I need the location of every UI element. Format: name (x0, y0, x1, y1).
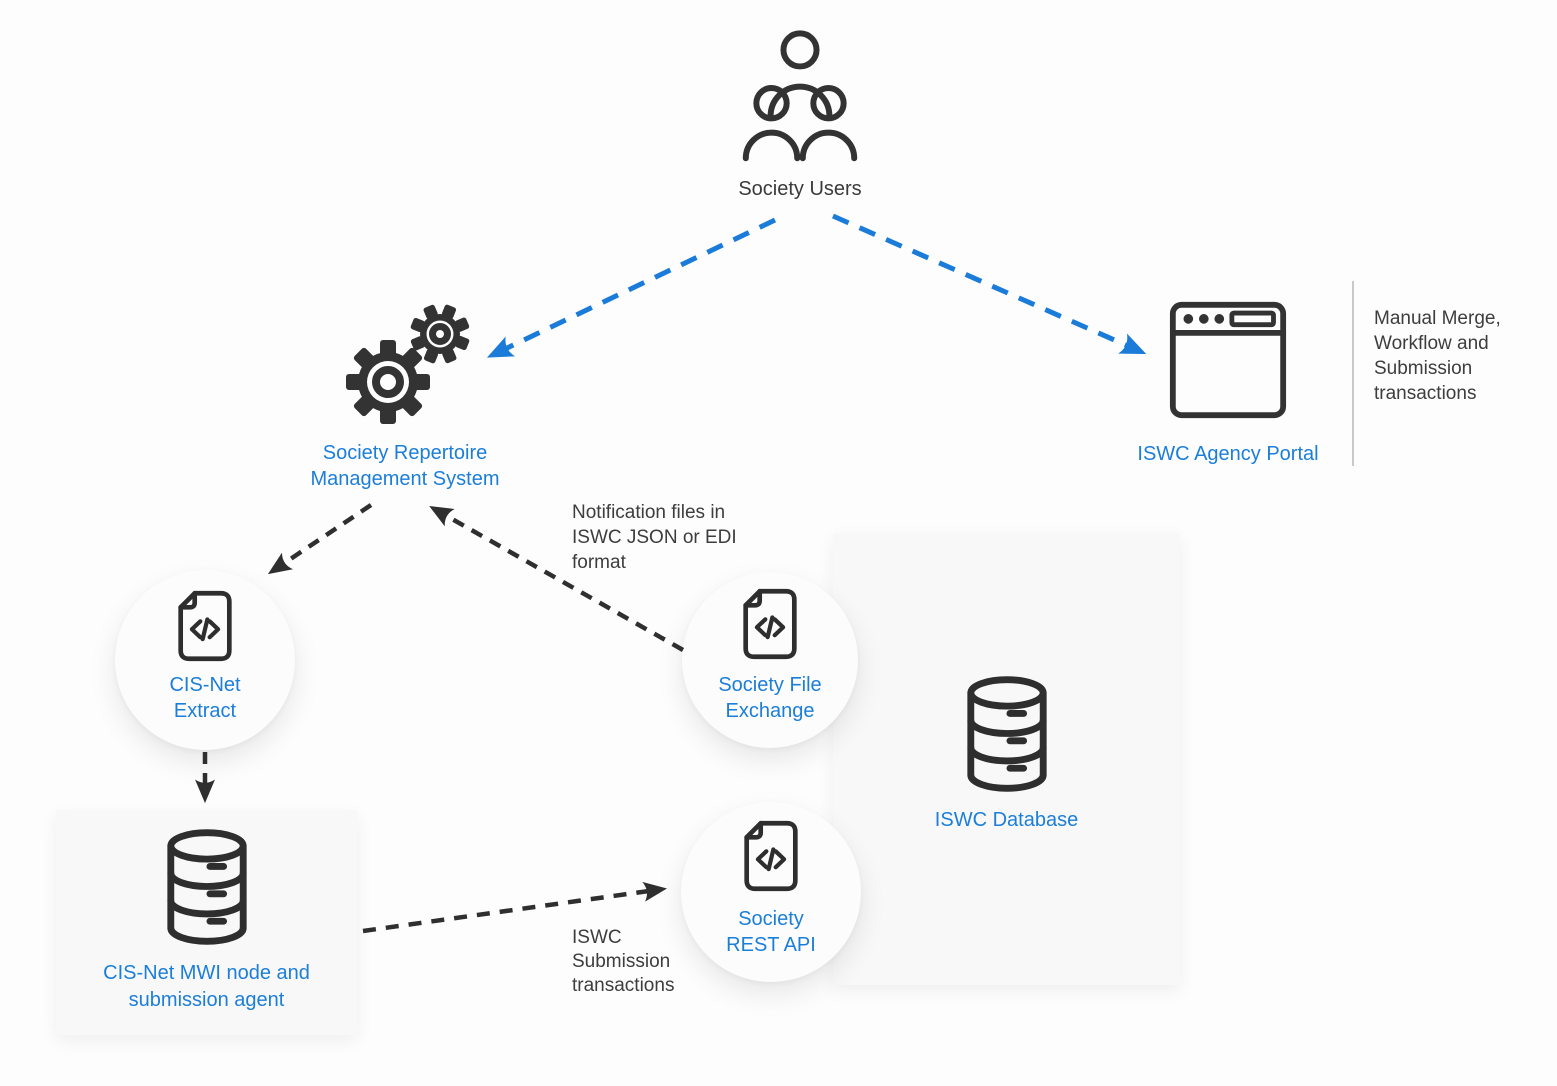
society-rest-api-label-line1: Society (738, 908, 804, 930)
arrow-srms-to-extract (267, 503, 373, 575)
iswc-database-panel: ISWC Database (833, 533, 1180, 985)
side-note-divider (1352, 281, 1354, 466)
gears-icon (346, 304, 470, 424)
cisnet-extract-label-line1: CIS-Net (169, 674, 241, 696)
notification-files-note-line2: ISWC JSON or EDI (572, 527, 737, 548)
cisnet-mwi-label-line2: submission agent (128, 989, 285, 1011)
code-file-icon (744, 820, 798, 892)
manual-merge-note-line1: Manual Merge, (1374, 308, 1501, 329)
browser-window-icon (1169, 301, 1287, 419)
notification-files-note-line1: Notification files in (572, 502, 726, 523)
society-rest-api-label: Society REST API (681, 906, 861, 958)
cisnet-extract-label: CIS-Net Extract (115, 672, 295, 724)
manual-merge-note-line3: Submission (1374, 358, 1473, 379)
society-rest-api-node: Society REST API (681, 802, 861, 982)
society-file-exchange-label-line2: Exchange (725, 700, 815, 722)
iswc-submission-note-line2: Submission (572, 951, 671, 972)
manual-merge-note-line2: Workflow and (1374, 333, 1489, 354)
society-file-exchange-node: Society File Exchange (682, 572, 858, 748)
iswc-submission-note-line3: transactions (572, 975, 675, 996)
cisnet-mwi-label: CIS-Net MWI node and submission agent (56, 960, 357, 1014)
cisnet-extract-node: CIS-Net Extract (115, 570, 295, 750)
notification-files-note-line3: format (572, 552, 626, 573)
cisnet-mwi-panel: CIS-Net MWI node and submission agent (56, 810, 357, 1035)
srms-label-line2: Management System (310, 468, 500, 490)
cisnet-mwi-label-line1: CIS-Net MWI node and (103, 962, 310, 984)
manual-merge-note: Manual Merge, Workflow and Submission tr… (1374, 306, 1549, 406)
notification-files-note: Notification files in ISWC JSON or EDI f… (572, 500, 782, 575)
arrow-mwi-to-rest-api (362, 881, 668, 934)
code-file-icon (178, 590, 232, 662)
arrow-users-to-portal (831, 213, 1147, 355)
database-icon (966, 676, 1047, 792)
agency-portal-label: ISWC Agency Portal (1137, 443, 1319, 465)
manual-merge-note-line4: transactions (1374, 383, 1477, 404)
society-file-exchange-label: Society File Exchange (682, 672, 858, 724)
cisnet-extract-label-line2: Extract (173, 700, 237, 722)
srms-label: Society Repertoire Management System (280, 440, 530, 492)
society-file-exchange-label-line1: Society File (718, 674, 822, 696)
arrow-users-to-srms (486, 217, 777, 358)
users-icon (742, 30, 858, 162)
code-file-icon (743, 588, 797, 660)
database-icon (166, 829, 247, 945)
srms-label-line1: Society Repertoire (322, 442, 488, 464)
iswc-database-label: ISWC Database (934, 809, 1079, 831)
society-users-label: Society Users (738, 178, 862, 200)
society-rest-api-label-line2: REST API (726, 934, 816, 956)
